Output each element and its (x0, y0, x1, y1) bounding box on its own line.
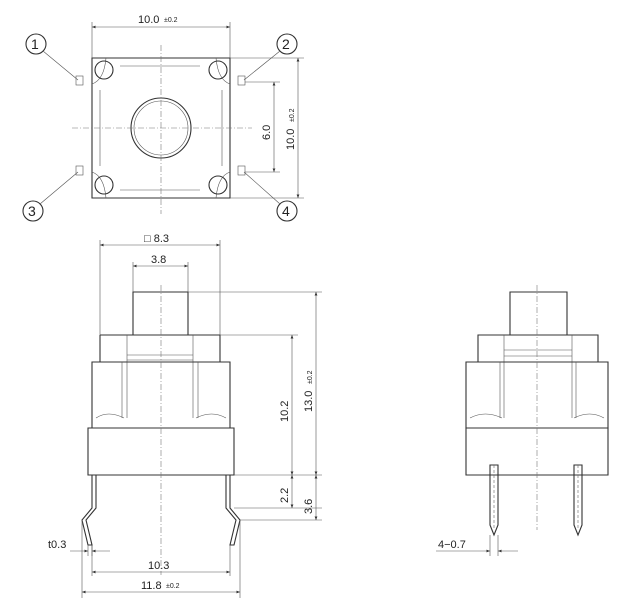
corner-hole (94, 60, 114, 80)
side-hole-label: 4−0.7 (438, 539, 466, 551)
pin-3-label: 3 (28, 203, 36, 219)
top-width-label: 10.0 (138, 14, 159, 26)
front-view: □ 8.3 3.8 13.0 ±0.2 10.2 2.2 3.6 t0.3 10… (48, 233, 322, 598)
front-outer-span-tol: ±0.2 (166, 583, 180, 590)
top-pitch-label: 6.0 (261, 125, 273, 140)
corner-hole (208, 60, 228, 80)
front-outer-span-label: 11.8 (141, 580, 162, 592)
pin-4-label: 4 (282, 203, 290, 219)
side-view: 4−0.7 (436, 285, 609, 556)
front-terminal-right (225, 475, 241, 546)
top-view: 10.0 ±0.2 10.0 ±0.2 6.0 1 2 3 4 (22, 14, 304, 222)
front-total-height-label: 13.0 (303, 391, 315, 412)
front-body-label: □ 8.3 (144, 233, 169, 245)
side-base (465, 427, 609, 476)
pin-1-label: 1 (31, 36, 39, 52)
front-total-height-tol: ±0.2 (307, 370, 314, 384)
front-body-height-label: 10.2 (279, 401, 291, 422)
front-terminal-left (81, 475, 97, 546)
side-terminal-right (573, 464, 583, 537)
corner-hole (208, 175, 228, 195)
front-plunger-label: 3.8 (151, 254, 166, 266)
front-plunger (132, 291, 189, 336)
pin-2-label: 2 (282, 36, 290, 52)
front-terminal-a-label: 2.2 (279, 488, 291, 503)
front-thickness-label: t0.3 (48, 539, 66, 551)
front-inner-span-label: 10.3 (148, 560, 169, 572)
side-plunger (509, 291, 568, 336)
top-width-tol: ±0.2 (164, 17, 178, 24)
side-terminal-left (489, 464, 499, 537)
front-terminal-b-label: 3.6 (303, 499, 315, 514)
top-height-tol: ±0.2 (289, 108, 296, 122)
corner-hole (94, 175, 114, 195)
top-height-label: 10.0 (285, 129, 297, 150)
